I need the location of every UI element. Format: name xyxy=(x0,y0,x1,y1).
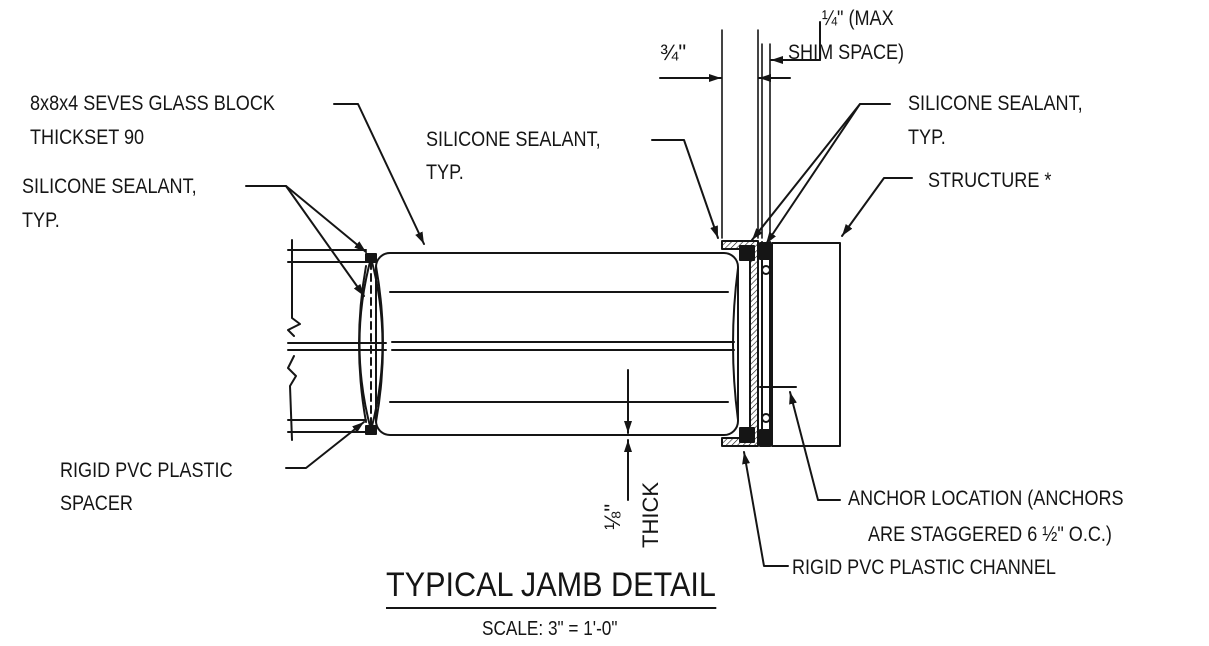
extension-lines xyxy=(721,29,771,239)
thick-word-label: THICK xyxy=(638,482,663,548)
adjacent-block xyxy=(287,239,367,441)
sealant-left-label-1: SILICONE SEALANT, xyxy=(22,175,197,198)
glass-block-label-1: 8x8x4 SEVES GLASS BLOCK xyxy=(30,92,275,115)
glass-block xyxy=(375,252,739,436)
spacer-label-2: SPACER xyxy=(60,492,133,515)
dim-three-quarter-label: ¾" xyxy=(660,40,687,65)
sealant-right-label-1: SILICONE SEALANT, xyxy=(908,92,1083,115)
anchor-label-2: ARE STAGGERED 6 ½" O.C.) xyxy=(868,523,1112,546)
sealant-mid-label-1: SILICONE SEALANT, xyxy=(426,128,601,151)
page-title: TYPICAL JAMB DETAIL xyxy=(386,566,716,609)
dim-shim xyxy=(770,21,821,64)
shim-space xyxy=(759,241,771,447)
structure-label: STRUCTURE * xyxy=(928,169,1052,192)
sealant-right-label-2: TYP. xyxy=(908,126,946,149)
pvc-channel xyxy=(721,240,759,447)
thick-fraction-label: ⅛" xyxy=(600,503,625,530)
shim-label-1: ¼" (MAX xyxy=(822,7,894,30)
glass-block-label-2: THICKSET 90 xyxy=(30,126,145,149)
sealant-mid-label-2: TYP. xyxy=(426,161,464,184)
spacer-label-1: RIGID PVC PLASTIC xyxy=(60,459,233,482)
sealant-left-label-2: TYP. xyxy=(22,209,60,232)
dim-thick xyxy=(593,369,651,501)
structure xyxy=(771,242,841,447)
scale-label: SCALE: 3" = 1'-0" xyxy=(482,618,618,640)
leaders xyxy=(245,103,913,567)
shim-label-2: SHIM SPACE) xyxy=(788,41,905,64)
channel-label: RIGID PVC PLASTIC CHANNEL xyxy=(792,556,1056,579)
anchor-label-1: ANCHOR LOCATION (ANCHORS xyxy=(848,487,1124,510)
pvc-spacer xyxy=(355,253,387,435)
